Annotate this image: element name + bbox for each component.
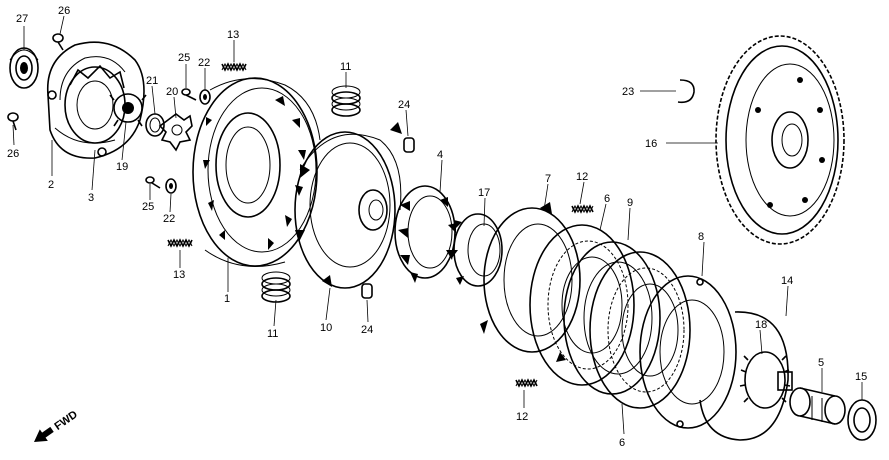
part-22-washer-upper (199, 89, 211, 105)
part-19-cam (109, 93, 147, 127)
part-13-spring-upper (221, 62, 247, 72)
part-11-spring-upper (331, 85, 361, 117)
callout-12-lower: 12 (516, 411, 528, 423)
part-12-spring-lower (515, 378, 538, 388)
fwd-arrow-icon (34, 426, 54, 442)
callout-18: 18 (755, 319, 767, 331)
part-7-clutch-plate (480, 202, 581, 362)
callout-13-lower: 13 (173, 269, 185, 281)
callout-4: 4 (437, 149, 443, 161)
part-22-washer-lower (165, 178, 177, 194)
part-6-friction-disc-1 (529, 224, 635, 386)
part-5-bush (789, 387, 846, 425)
part-23-clip (677, 79, 695, 104)
part-13-spring-lower (167, 238, 193, 248)
callout-21: 21 (146, 75, 158, 87)
part-18-gear (739, 351, 793, 409)
callout-12-upper: 12 (576, 171, 588, 183)
callout-11-lower: 11 (267, 328, 278, 340)
part-4-one-way-clutch (394, 185, 456, 283)
callout-19: 19 (116, 161, 128, 173)
callout-9: 9 (627, 197, 633, 209)
part-14-snap-ring (699, 311, 789, 441)
part-10-pressure-plate (294, 122, 402, 289)
part-6-friction-disc-2 (589, 251, 691, 409)
callout-23: 23 (622, 86, 634, 98)
part-27-bearing (9, 47, 39, 89)
callout-24-lower: 24 (361, 324, 373, 336)
part-26-screw-lower (7, 112, 19, 131)
part-24-pin-lower (361, 283, 373, 299)
part-15-seal (847, 399, 877, 441)
callout-11-upper: 11 (340, 61, 351, 73)
part-20-star-washer (158, 113, 193, 152)
part-1-clutch-drum (192, 77, 321, 267)
callout-3: 3 (88, 192, 94, 204)
part-3-inner-plate (64, 64, 126, 144)
part-11-spring-lower (261, 271, 291, 303)
callout-8: 8 (698, 231, 704, 243)
callout-2: 2 (48, 179, 54, 191)
callout-26-lower: 26 (7, 148, 19, 160)
part-2-outer-plate (46, 41, 145, 159)
callout-1: 1 (224, 293, 230, 305)
fwd-direction-indicator: FWD (34, 409, 80, 442)
callout-7: 7 (545, 173, 551, 185)
callout-10: 10 (320, 322, 332, 334)
callout-labels: 27 26 26 2 3 19 21 20 25 22 13 25 22 13 … (7, 5, 867, 449)
fwd-label: FWD (52, 409, 79, 433)
callout-26-upper: 26 (58, 5, 70, 17)
callout-5: 5 (818, 357, 824, 369)
part-17-hub (450, 213, 503, 287)
callout-22-lower: 22 (163, 213, 175, 225)
callout-24-upper: 24 (398, 99, 410, 111)
callout-13-upper: 13 (227, 29, 239, 41)
callout-17: 17 (478, 187, 490, 199)
part-26-screw-upper (52, 33, 64, 51)
callout-25-lower: 25 (142, 201, 154, 213)
callout-15: 15 (855, 371, 867, 383)
callout-27: 27 (16, 13, 28, 25)
part-8-end-plate (639, 275, 737, 429)
part-24-pin-upper (403, 137, 415, 153)
part-12-spring-upper (571, 204, 594, 214)
part-25-bolt-lower (145, 176, 161, 189)
callout-16: 16 (645, 138, 657, 150)
callout-22-upper: 22 (198, 57, 210, 69)
callout-6-upper: 6 (604, 193, 610, 205)
callout-6-lower: 6 (619, 437, 625, 449)
callout-14: 14 (781, 275, 793, 287)
part-16-driven-gear (715, 35, 845, 245)
callout-25-upper: 25 (178, 52, 190, 64)
part-25-bolt-upper (181, 88, 197, 101)
callout-20: 20 (166, 86, 178, 98)
leader-lines (12, 15, 863, 435)
